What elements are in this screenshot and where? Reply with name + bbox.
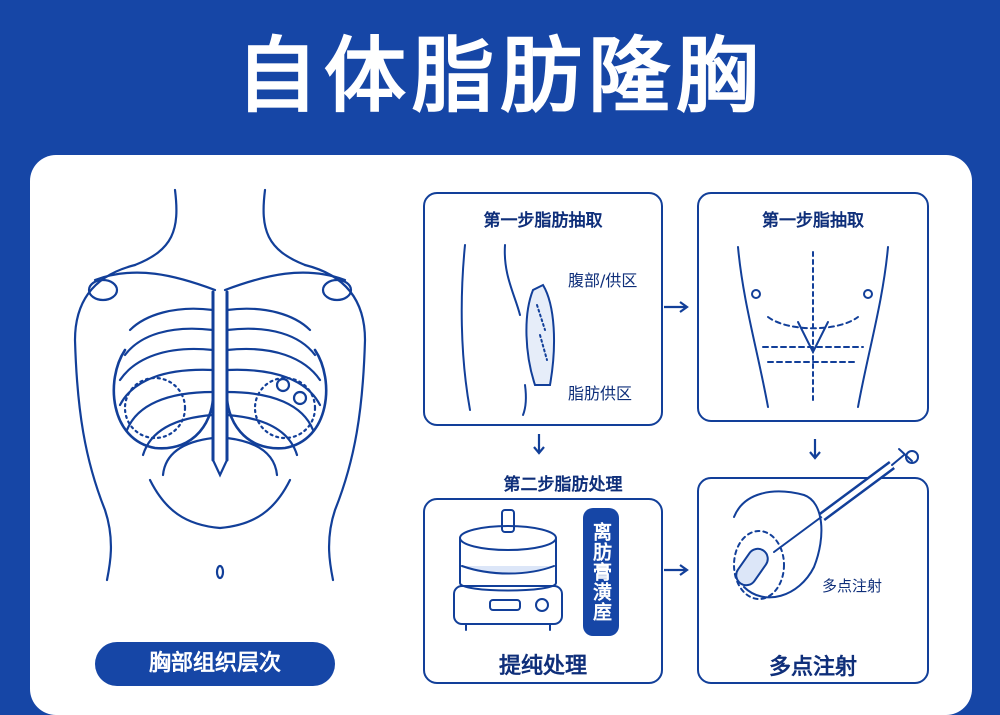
- step1-right-title: 第一步脂抽取: [762, 211, 864, 231]
- separation-badge: 离肪膏潢庢: [583, 508, 619, 636]
- breast-tissue-layers-label: 胸部组织层次: [95, 642, 335, 686]
- arrow-right-icon: [664, 301, 689, 313]
- body-front-illustration: [737, 246, 889, 408]
- centrifuge-illustration: [453, 509, 563, 631]
- step1-extraction-title: 第一步脂肪抽取: [483, 211, 603, 231]
- arrow-down-icon-right: [809, 439, 821, 460]
- multi-point-injection-label: 多点注射: [822, 577, 883, 595]
- arrow-down-icon: [533, 434, 545, 455]
- torso-illustration: [73, 188, 367, 582]
- page-title: 自体脂肪隆胸: [235, 29, 764, 124]
- step2-caption: 提纯处理: [498, 654, 587, 679]
- fat-donor-label: 脂肪供区: [568, 384, 633, 403]
- arrow-right-icon-2: [664, 564, 689, 576]
- donor-site-label: 腹部/供区: [568, 271, 638, 290]
- abdomen-donor-illustration: [460, 244, 556, 416]
- step3-caption: 多点注射: [768, 655, 857, 680]
- step2-title: 第二步脂肪处理: [503, 475, 623, 495]
- syringe-injection-illustration: [733, 448, 919, 600]
